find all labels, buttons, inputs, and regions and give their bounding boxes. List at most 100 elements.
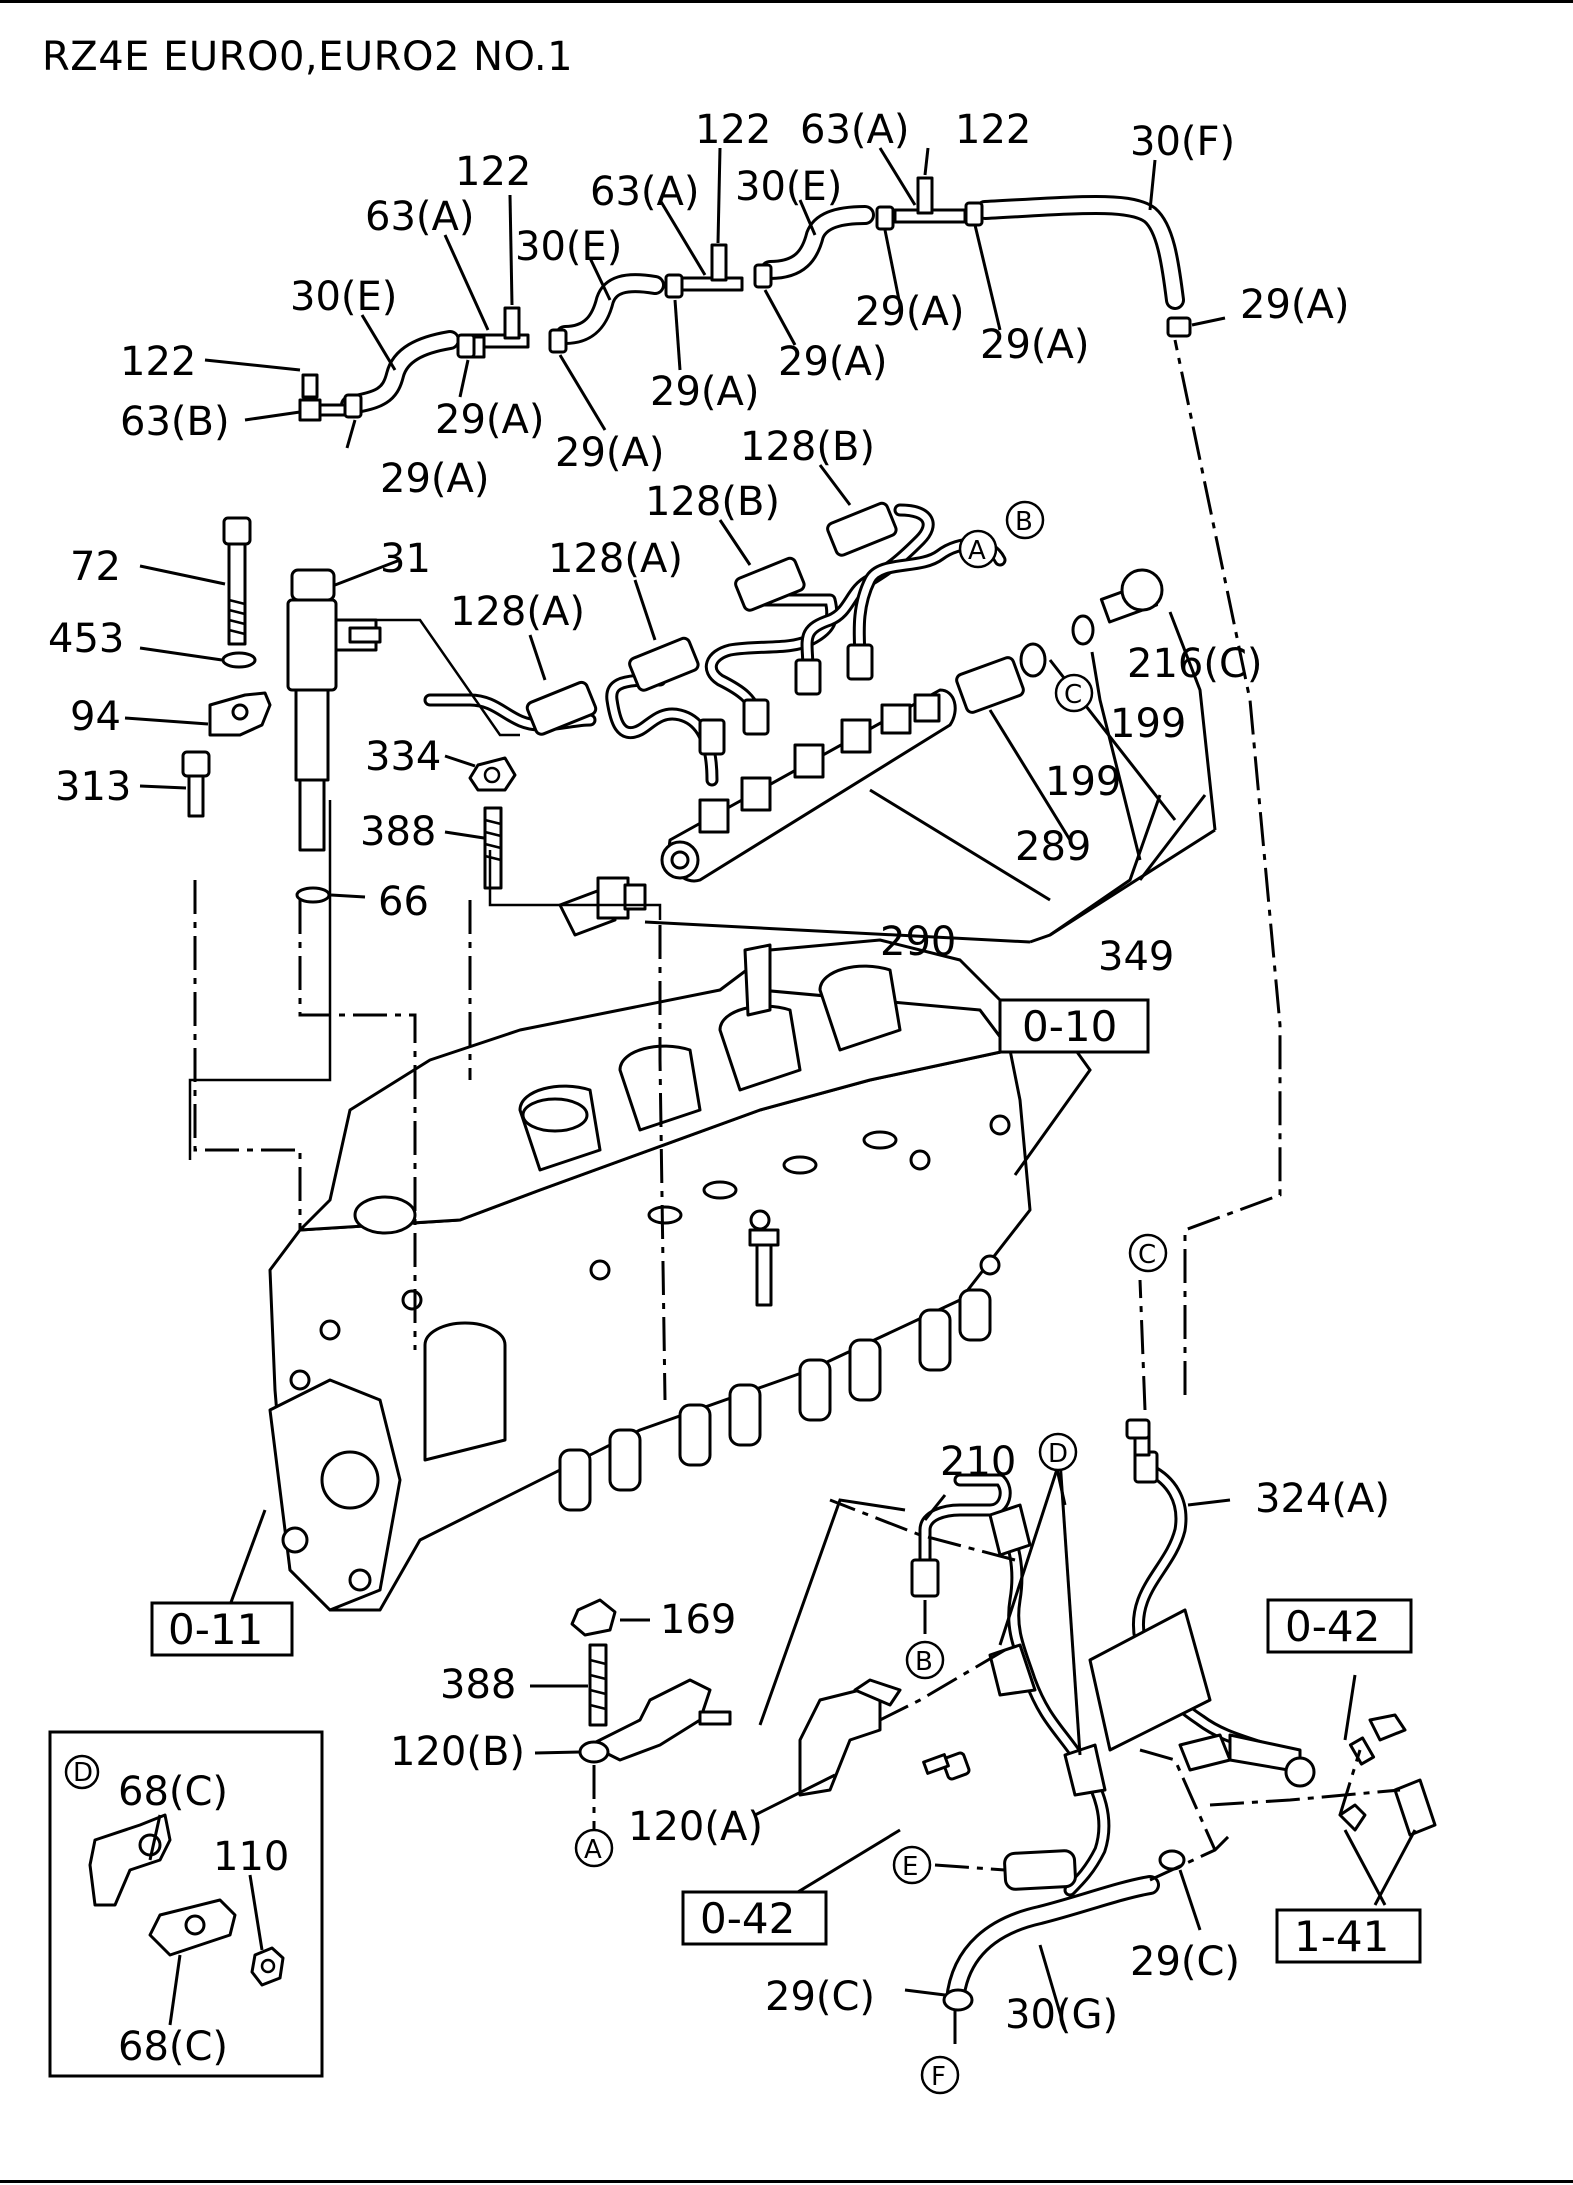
- svg-text:E: E: [902, 1852, 918, 1882]
- label-66: 66: [378, 879, 429, 925]
- intake-ports: [558, 1288, 992, 1512]
- clip-29a-1: [343, 393, 363, 419]
- clamp-94: [124, 691, 272, 737]
- rail-outlet-1: [698, 798, 730, 834]
- flow-limiter-289: [955, 568, 1164, 714]
- svg-text:B: B: [1015, 507, 1033, 537]
- label-388-lower: 388: [440, 1662, 516, 1708]
- label-29a-l2: 29(A): [435, 397, 544, 443]
- cylinder-head: [193, 880, 1032, 1612]
- ref-box-0-42-lower: 0-42: [681, 1890, 828, 1946]
- bolt-216c: [1099, 568, 1164, 624]
- bolt-0-42-lower: [922, 1751, 971, 1781]
- top-border: [0, 0, 1573, 3]
- label-29c-left: 29(C): [765, 1974, 875, 2020]
- sleeve-e: [1003, 1849, 1077, 1891]
- sleeve-128b-1: [734, 556, 806, 612]
- t-joint-63b: [298, 373, 347, 422]
- label-122-right: 122: [955, 107, 1031, 153]
- label-122-top: 122: [695, 107, 771, 153]
- ref-box-0-11: 0-11: [150, 1601, 294, 1657]
- label-68c-upper: 68(C): [118, 1769, 228, 1815]
- svg-text:0-10: 0-10: [1022, 1002, 1117, 1051]
- label-199-lower: 199: [1045, 759, 1121, 805]
- clip-29c-1: [942, 1988, 974, 2012]
- bolt-313: [139, 750, 211, 818]
- ref-box-0-42-right: 0-42: [1266, 1598, 1413, 1654]
- label-29a-l1: 29(A): [380, 456, 489, 502]
- circle-b-upper: B: [1005, 500, 1045, 540]
- svg-text:1-41: 1-41: [1294, 1912, 1389, 1961]
- label-128b-lower: 128(B): [645, 479, 780, 525]
- rail-outlet-6: [913, 693, 941, 723]
- label-63a-left: 63(A): [365, 194, 474, 240]
- circle-a-upper: A: [958, 529, 998, 569]
- label-210: 210: [940, 1439, 1016, 1485]
- label-289: 289: [1015, 824, 1091, 870]
- bottom-border: [0, 2180, 1573, 2183]
- sleeve-128b-2: [826, 501, 898, 557]
- label-128a-lower: 128(A): [450, 589, 585, 635]
- label-388-upper: 388: [360, 809, 436, 855]
- svg-text:C: C: [1064, 680, 1082, 710]
- bracket-assembly: [530, 1498, 971, 1840]
- label-68c-lower: 68(C): [118, 2024, 228, 2070]
- label-63a-mid: 63(A): [590, 169, 699, 215]
- svg-text:0-42: 0-42: [700, 1894, 795, 1943]
- circle-a-lower: A: [574, 1828, 614, 1868]
- clip-29a-2: [456, 333, 476, 359]
- label-120b: 120(B): [390, 1729, 525, 1775]
- label-169: 169: [660, 1597, 736, 1643]
- svg-text:A: A: [584, 1835, 602, 1865]
- label-128b-upper: 128(B): [740, 424, 875, 470]
- label-199-upper: 199: [1110, 701, 1186, 747]
- label-349: 349: [1098, 934, 1174, 980]
- label-30f: 30(F): [1130, 119, 1235, 165]
- washer-453: [221, 651, 257, 669]
- clip-d-3: [1063, 1743, 1107, 1797]
- clip-29a-5: [753, 263, 773, 289]
- rail-outlet-5: [880, 703, 912, 735]
- label-324a: 324(A): [1255, 1476, 1390, 1522]
- stud-388-upper: [444, 806, 503, 890]
- rail-outlet-3: [793, 743, 825, 779]
- label-122-left: 122: [120, 339, 196, 385]
- svg-text:A: A: [968, 536, 986, 566]
- fitting-1-41: [1393, 1778, 1437, 1837]
- label-29a-t2: 29(A): [980, 322, 1089, 368]
- rail-outlet-4: [840, 718, 872, 754]
- clip-29a-8: [1166, 316, 1192, 338]
- svg-text:0-11: 0-11: [168, 1605, 263, 1654]
- circle-b-lower: B: [905, 1640, 945, 1680]
- label-128a-upper: 128(A): [548, 536, 683, 582]
- clip-29a-3: [548, 328, 568, 354]
- label-31: 31: [380, 536, 431, 582]
- label-313: 313: [55, 764, 131, 810]
- washer-199-2: [1071, 614, 1095, 646]
- label-63a-top: 63(A): [800, 107, 909, 153]
- clip-29a-7: [964, 201, 984, 227]
- common-rail-349: [660, 688, 957, 883]
- clip-d-1: [988, 1503, 1032, 1557]
- label-30e-top: 30(E): [735, 164, 842, 210]
- washer-66: [295, 886, 331, 904]
- part-labels: 122 63(A) 122 30(F) 122 63(A) 30(E) 63(A…: [48, 107, 1390, 2070]
- label-29a-l3: 29(A): [555, 430, 664, 476]
- svg-text:0-42: 0-42: [1285, 1602, 1380, 1651]
- circle-d-inset: D: [64, 1754, 100, 1790]
- label-30g: 30(G): [1005, 1992, 1118, 2038]
- label-120a: 120(A): [628, 1804, 763, 1850]
- ref-box-1-41: 1-41: [1275, 1908, 1422, 1964]
- diagram-title: RZ4E EURO0,EURO2 NO.1: [42, 34, 574, 80]
- sleeve-128a-1: [525, 680, 598, 736]
- label-216c: 216(C): [1127, 641, 1263, 687]
- ref-011-leader: [228, 1509, 267, 1606]
- svg-text:B: B: [915, 1647, 933, 1677]
- label-290: 290: [880, 919, 956, 965]
- label-334: 334: [365, 734, 441, 780]
- label-29a-m2: 29(A): [778, 339, 887, 385]
- t-joint-63a-2: [678, 243, 744, 292]
- label-29c-right: 29(C): [1130, 1939, 1240, 1985]
- circle-c-upper: C: [1054, 673, 1094, 713]
- svg-text:F: F: [931, 2062, 946, 2092]
